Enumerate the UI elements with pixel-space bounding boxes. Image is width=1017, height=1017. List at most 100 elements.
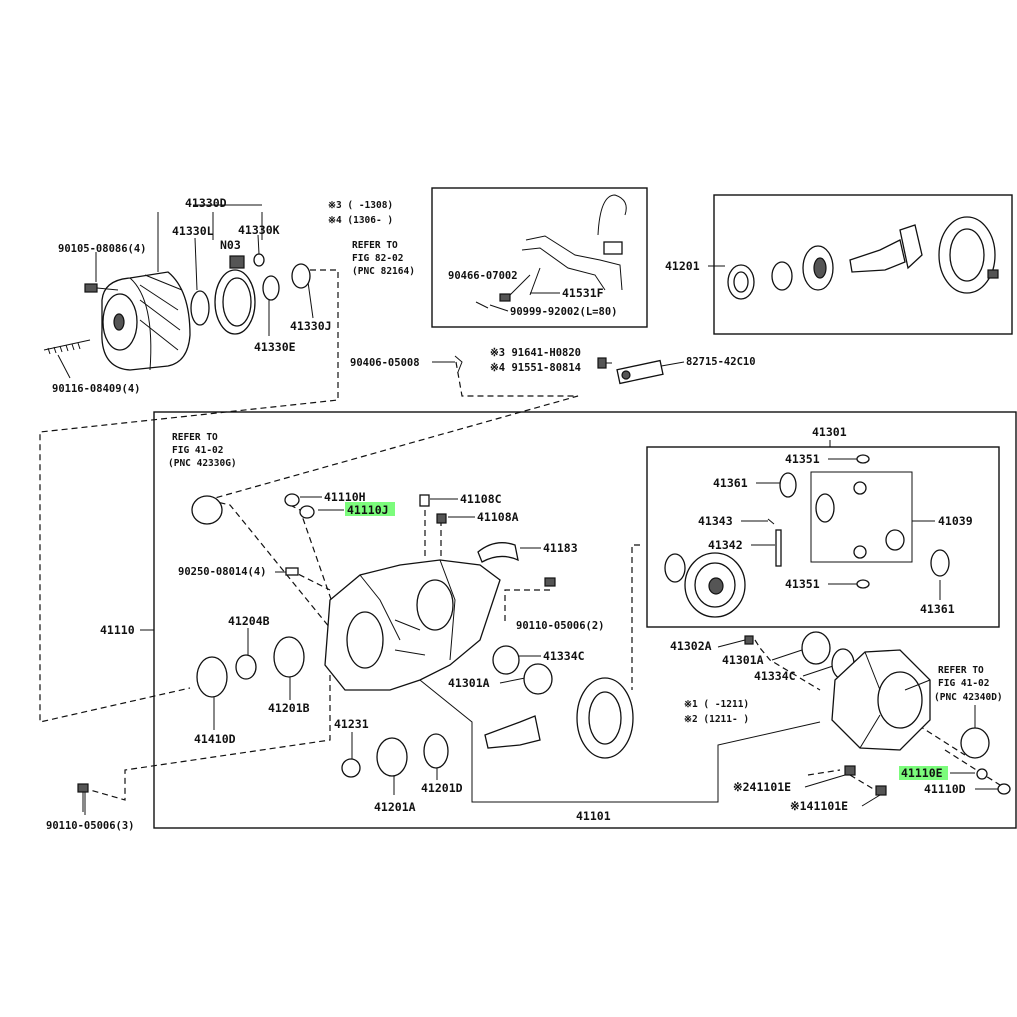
- refer-41b-line2: FIG 41-02: [938, 678, 989, 689]
- note-2: ※2 (1211- ): [684, 714, 749, 725]
- label-41204B[interactable]: 41204B: [228, 614, 270, 628]
- label-41334C-b[interactable]: 41334C: [754, 669, 796, 683]
- gasket-41110J: [299, 505, 315, 519]
- label-91641[interactable]: ※3 91641-H0820: [490, 347, 581, 359]
- label-41101[interactable]: 41101: [576, 809, 611, 823]
- label-82715[interactable]: 82715-42C10: [686, 356, 756, 368]
- differential-case-41301: [664, 552, 746, 618]
- label-41301A-b[interactable]: 41301A: [722, 653, 764, 667]
- dashed-guide-case: [631, 544, 640, 690]
- ring-41330J: [291, 263, 311, 289]
- label-41334C-a[interactable]: 41334C: [543, 649, 585, 663]
- bearing-41201B: [273, 636, 305, 678]
- label-41410D[interactable]: 41410D: [194, 732, 236, 746]
- washer-41351b: [856, 579, 870, 589]
- leader-41101: [409, 671, 821, 803]
- label-41301[interactable]: 41301: [812, 425, 847, 439]
- side-cover-actuator: [101, 271, 191, 371]
- note-1: ※1 ( -1211): [684, 699, 749, 710]
- label-90406[interactable]: 90406-05008: [350, 357, 420, 369]
- label-41330E[interactable]: 41330E: [254, 340, 296, 354]
- label-41351-a[interactable]: 41351: [785, 452, 820, 466]
- washer-41361b: [930, 549, 950, 577]
- label-41531F[interactable]: 41531F: [562, 286, 604, 300]
- seal-41410D: [196, 656, 228, 698]
- ring-pinion-set-41201: [727, 216, 999, 300]
- label-41351-b[interactable]: 41351: [785, 577, 820, 591]
- ring-41330K: [253, 253, 265, 267]
- oil-seal-refer: [191, 495, 223, 525]
- shaft-41342: [775, 529, 782, 567]
- label-41101E-2[interactable]: ※241101E: [733, 780, 791, 794]
- label-90110a[interactable]: 90110-05006(2): [516, 620, 605, 632]
- label-91551[interactable]: ※4 91551-80814: [490, 362, 581, 374]
- nut-41231: [341, 758, 361, 778]
- label-41330K[interactable]: 41330K: [238, 223, 280, 237]
- refer-82-line2: FIG 82-02: [352, 253, 403, 264]
- dashed-guide-cover-bolt: [807, 769, 841, 776]
- leader-90466: [509, 274, 531, 296]
- label-41110[interactable]: 41110: [100, 623, 135, 637]
- bolt-91641: [597, 357, 607, 369]
- label-41108C[interactable]: 41108C: [460, 492, 502, 506]
- label-90105[interactable]: 90105-08086(4): [58, 243, 147, 255]
- label-41361-a[interactable]: 41361: [713, 476, 748, 490]
- leader-41302A: [717, 639, 746, 648]
- label-90466[interactable]: 90466-07002: [448, 270, 518, 282]
- hose-90999: [475, 301, 489, 309]
- label-41301A-a[interactable]: 41301A: [448, 676, 490, 690]
- plug-41110H: [284, 493, 300, 507]
- label-41302A[interactable]: 41302A: [670, 639, 712, 653]
- leader-41101Ea: [804, 774, 846, 788]
- leader-41330L: [194, 237, 198, 291]
- label-41342[interactable]: 41342: [708, 538, 743, 552]
- dashed-guide-bolt2: [754, 639, 821, 691]
- label-90999[interactable]: 90999-92002(L=80): [510, 306, 617, 318]
- highlight-41110J: [345, 502, 395, 516]
- label-41201[interactable]: 41201: [665, 259, 700, 273]
- label-41231[interactable]: 41231: [334, 717, 369, 731]
- label-41201B[interactable]: 41201B: [268, 701, 310, 715]
- label-90250[interactable]: 90250-08014(4): [178, 566, 267, 578]
- label-41330D[interactable]: 41330D: [185, 196, 227, 210]
- washer-41351a: [856, 454, 870, 464]
- washer-41330E: [262, 275, 280, 301]
- label-41108A[interactable]: 41108A: [477, 510, 519, 524]
- refer-41a-line2: FIG 41-02: [172, 445, 223, 456]
- label-41110H[interactable]: 41110H: [324, 490, 366, 504]
- refer-41a-line1: REFER TO: [172, 432, 218, 443]
- gasket-41330L: [190, 290, 210, 326]
- bolt-90110b: [77, 783, 89, 812]
- bearing-41301A: [523, 663, 553, 695]
- label-41110J[interactable]: 41110J: [347, 503, 389, 517]
- bolt-41302A: [744, 635, 754, 645]
- rear-cover: [831, 649, 931, 751]
- label-41110D[interactable]: 41110D: [924, 782, 966, 796]
- label-41110E[interactable]: 41110E: [901, 766, 943, 780]
- refer-41b-line3: (PNC 42340D): [934, 692, 1003, 703]
- label-41343[interactable]: 41343: [698, 514, 733, 528]
- label-41201D[interactable]: 41201D: [421, 781, 463, 795]
- dashed-guide-top: [214, 361, 579, 499]
- clip-90466: [499, 293, 511, 302]
- label-41101E-1[interactable]: ※141101E: [790, 799, 848, 813]
- label-41201A[interactable]: 41201A: [374, 800, 416, 814]
- refer-41a-line3: (PNC 42330G): [168, 458, 237, 469]
- label-41330L[interactable]: 41330L: [172, 224, 214, 238]
- label-41330J[interactable]: 41330J: [290, 319, 332, 333]
- pinion-gear-subframe: [810, 471, 913, 563]
- leader-90116: [57, 354, 71, 379]
- leader-41101Eb: [861, 794, 881, 807]
- dashed-guide-left: [39, 269, 339, 723]
- label-90116[interactable]: 90116-08409(4): [52, 383, 141, 395]
- label-41183[interactable]: 41183: [543, 541, 578, 555]
- label-N03[interactable]: N03: [220, 238, 241, 252]
- label-90110b[interactable]: 90110-05006(3): [46, 820, 135, 832]
- label-41361-b[interactable]: 41361: [920, 602, 955, 616]
- bearing-41301Ab: [801, 631, 831, 665]
- bracket-82715: [616, 359, 664, 385]
- hose-detail-frame: [431, 187, 648, 328]
- label-41039[interactable]: 41039: [938, 514, 973, 528]
